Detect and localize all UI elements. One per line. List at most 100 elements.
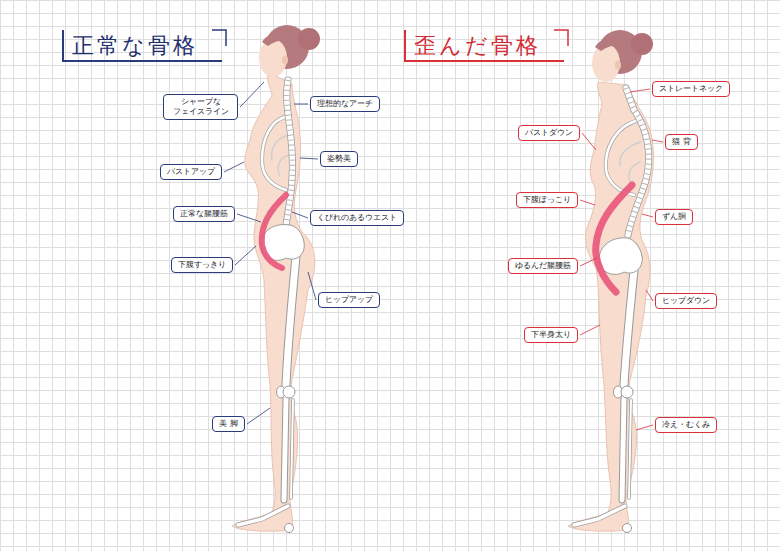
label-text: 冷え・むくみ (662, 420, 710, 430)
leader-line (308, 272, 316, 300)
label-text: 姿勢美 (327, 154, 351, 164)
label-text: 猫 背 (672, 137, 691, 147)
label-box: ゆるんだ腸腰筋 (508, 258, 578, 274)
label-text: 美 脚 (219, 419, 238, 429)
leader-line (247, 408, 270, 424)
face (259, 39, 287, 77)
label-text: バストダウン (525, 128, 573, 138)
label-box: くびれのあるウエスト (310, 210, 404, 226)
body (232, 72, 315, 531)
hair-bun (631, 33, 653, 55)
label-box: 美 脚 (212, 416, 245, 432)
leader-lines (224, 82, 663, 430)
label-text: バストアップ (167, 167, 215, 177)
label-box: ヒップアップ (318, 292, 380, 308)
label-text: ずん胴 (662, 212, 686, 222)
leader-line (636, 425, 653, 430)
label-text: 下腹すっきり (178, 260, 226, 270)
foot-bone (574, 506, 625, 525)
leader-line (294, 104, 308, 105)
label-text: 歪んだ骨格 (414, 30, 564, 62)
foot-bone (238, 506, 288, 525)
label-text: シャープな フェイスライン (170, 97, 231, 117)
label-text: ゆるんだ腸腰筋 (515, 261, 571, 271)
ear (282, 56, 288, 65)
leader-line (652, 140, 663, 142)
ribcage (262, 116, 290, 190)
label-box: バストアップ (160, 164, 222, 180)
foot-bone (574, 506, 625, 525)
foot-bone (238, 506, 288, 525)
fringe (595, 38, 625, 51)
ear (615, 61, 621, 70)
leader-group (580, 89, 663, 430)
label-text: 下半身太り (531, 330, 571, 340)
label-box: バストダウン (518, 125, 580, 141)
distorted-figure (568, 30, 653, 533)
leader-line (646, 290, 653, 301)
label-box: ストレートネック (652, 81, 730, 97)
leader-line (292, 212, 308, 218)
tibia (284, 398, 286, 500)
fibula (291, 400, 293, 498)
label-text: 正常な骨格 (72, 30, 222, 62)
leader-line (580, 325, 600, 335)
iliopsoas-muscle (596, 185, 632, 292)
label-box: 猫 背 (665, 134, 698, 150)
label-text: ヒップアップ (325, 295, 373, 305)
heel-bone (285, 524, 294, 533)
label-text: ヒップダウン (662, 296, 710, 306)
heel-bone (623, 524, 632, 533)
leader-line (224, 162, 244, 172)
leader-line (630, 89, 650, 92)
leader-group (224, 82, 318, 424)
label-box: 下腹すっきり (171, 257, 233, 273)
corner-mark (554, 30, 568, 46)
femur (624, 270, 634, 385)
skeleton (238, 80, 296, 525)
spine (626, 88, 649, 235)
label-box: ヒップダウン (655, 293, 717, 309)
label-text: ストレートネック (659, 84, 723, 94)
fibula (629, 400, 631, 498)
leader-line (582, 133, 596, 150)
rib (272, 135, 289, 176)
label-text: 正常な腸腰筋 (180, 209, 228, 219)
normal-figure (232, 25, 320, 533)
fibula (291, 400, 293, 498)
leader-line (237, 214, 261, 222)
leader-line (300, 158, 318, 159)
corner-mark (212, 30, 226, 46)
skeleton (574, 88, 649, 525)
spine (286, 80, 293, 225)
label-box: ずん胴 (655, 209, 693, 225)
femur (286, 256, 296, 385)
spine (286, 80, 293, 225)
label-box: 下半身太り (524, 327, 578, 343)
fringe (262, 33, 292, 46)
leader-line (580, 258, 597, 266)
hair-bun (298, 28, 320, 50)
femur (286, 256, 296, 385)
label-box: 姿勢美 (320, 151, 358, 167)
iliopsoas-muscle (262, 195, 286, 268)
knee-joint (283, 386, 295, 398)
heading-box: 歪んだ骨格 (404, 30, 564, 62)
heading-box: 正常な骨格 (62, 30, 222, 62)
leader-line (642, 214, 653, 217)
leader-line (235, 246, 256, 265)
tibia (622, 398, 624, 500)
label-text: 下腹ぽっこり (523, 195, 571, 205)
face (592, 44, 620, 82)
rib (620, 142, 641, 182)
tibia (284, 398, 286, 500)
body (568, 82, 653, 531)
knee-joint (621, 386, 633, 398)
fibula (629, 400, 631, 498)
spine (626, 88, 649, 235)
label-text: 理想的なアーチ (317, 99, 373, 109)
femur (624, 270, 634, 385)
leader-line (240, 82, 264, 107)
label-box: 正常な腸腰筋 (173, 206, 235, 222)
